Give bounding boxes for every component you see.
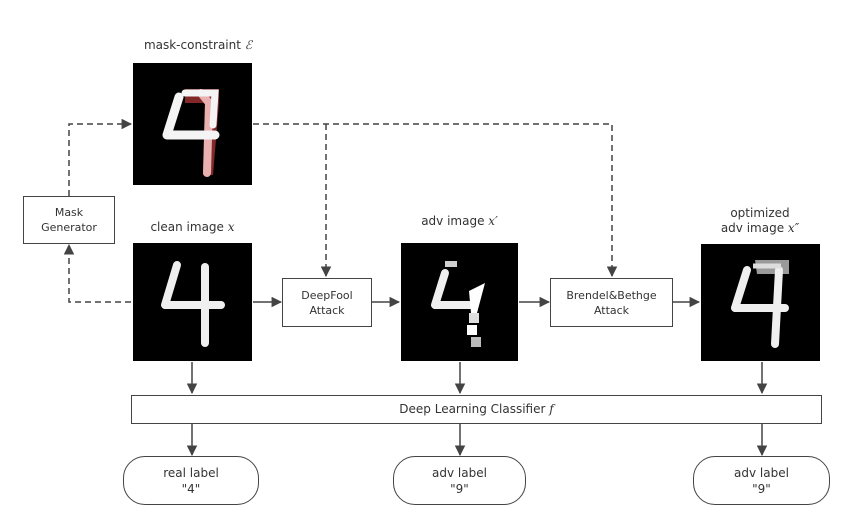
optimized-adv-image-label: optimized adv image x″: [720, 206, 800, 235]
deepfool-attack-box: DeepFool Attack: [282, 278, 372, 327]
mask-constraint-label: mask-constraint ℰ: [143, 38, 253, 52]
mask-constraint-image: [133, 63, 252, 185]
optimized-adv-image: [701, 244, 820, 361]
clean-image: [133, 243, 252, 361]
optimized-adv-label-output: adv label "9": [693, 456, 830, 505]
real-label-output: real label "4": [123, 456, 259, 505]
mask-generator-box: Mask Generator: [23, 196, 115, 244]
adv-label-output: adv label "9": [393, 456, 526, 505]
clean-image-label: clean image x: [150, 220, 235, 234]
adv-image-label: adv image x′: [421, 214, 498, 228]
brendel-bethge-attack-box: Brendel&Bethge Attack: [550, 278, 673, 327]
adv-image: [401, 243, 518, 361]
deep-learning-classifier-box: Deep Learning Classifier f: [131, 395, 822, 424]
